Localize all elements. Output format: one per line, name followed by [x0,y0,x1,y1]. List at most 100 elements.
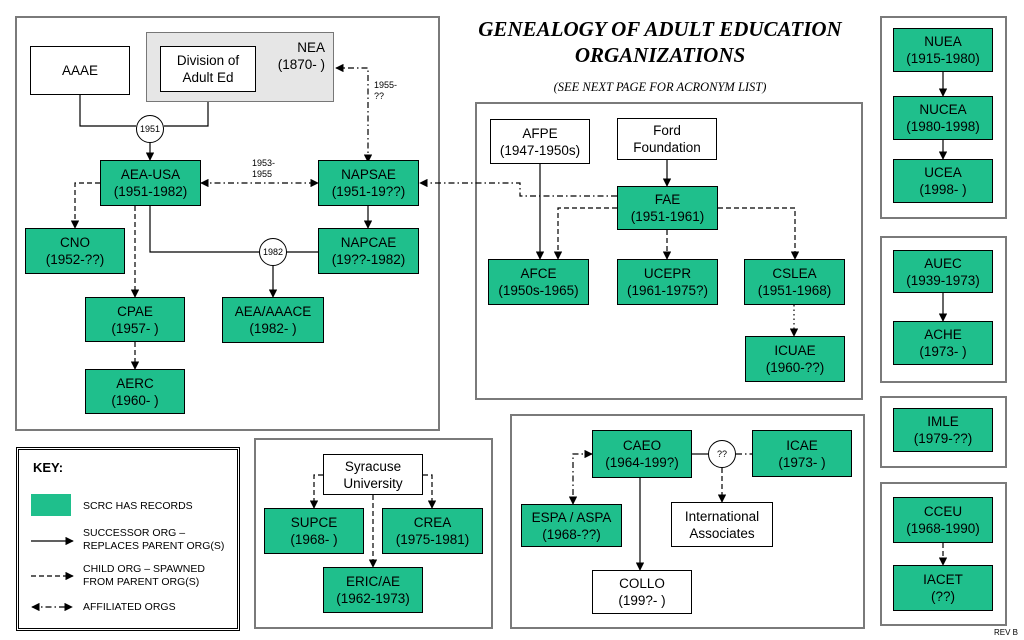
legend-child-l1: CHILD ORG – SPAWNED [83,563,205,575]
note-1953-a: 1953- [252,158,276,168]
node-icuae-name: ICUAE [774,343,816,358]
note-1953: 1953-1955 [252,158,275,180]
node-aea-usa-dates: (1951-1982) [113,184,188,199]
node-ucepr: UCEPR (1961-1975?) [617,259,718,305]
legend-successor-arrow-icon [31,536,74,546]
node-ucepr-dates: (1961-1975?) [626,283,709,298]
node-afce-name: AFCE [520,266,557,281]
legend-records-label: SCRC HAS RECORDS [83,500,193,512]
node-supce-dates: (1968- ) [290,532,338,547]
node-syracuse: Syracuse University [323,454,423,495]
node-aea-aaace: AEA/AAACE (1982- ) [222,297,324,343]
node-aerc-dates: (1960- ) [111,392,159,408]
node-ache-dates: (1973- ) [919,344,967,359]
node-international-l1: International [684,508,760,524]
node-crea-name: CREA [413,515,452,530]
node-aea-aaace-name: AEA/AAACE [234,304,312,319]
legend-successor-label: SUCCESSOR ORG – REPLACES PARENT ORG(S) [83,527,224,553]
node-nuea: NUEA (1915-1980) [893,28,993,72]
node-afpe-dates: (1947-1950s) [499,142,581,158]
node-icuae: ICUAE (1960-??) [745,336,845,382]
node-auec-dates: (1939-1973) [906,272,980,288]
node-afpe-name: AFPE [522,125,558,141]
node-nea-name: NEA [297,40,325,55]
node-supce-name: SUPCE [290,515,338,530]
node-napcae-dates: (19??-1982) [331,252,406,267]
legend-child-label: CHILD ORG – SPAWNED FROM PARENT ORG(S) [83,563,205,589]
legend-successor-l2: REPLACES PARENT ORG(S) [83,540,225,552]
node-napsae-name: NAPSAE [341,167,396,182]
node-ucea-name: UCEA [924,165,962,180]
merge-circle-1951: 1951 [136,115,164,143]
node-caeo-dates: (1964-199?) [605,455,679,470]
node-collo-dates: (199?- ) [618,593,666,608]
node-imle-dates: (1979-??) [913,431,973,446]
node-ford-l1: Ford [653,123,681,138]
node-aerc: AERC (1960- ) [85,369,185,414]
diagram-title-line2: ORGANIZATIONS [574,43,746,67]
node-nuea-dates: (1915-1980) [906,51,980,66]
node-aaae: AAAE [30,46,130,95]
node-espa-dates: (1968-??) [542,526,601,542]
node-napcae: NAPCAE (19??-1982) [318,228,419,274]
legend-title: KEY: [33,460,64,475]
node-caeo: CAEO (1964-199?) [592,430,692,478]
node-auec: AUEC (1939-1973) [893,250,993,293]
node-division-l2: Adult Ed [182,70,234,85]
legend-child-l2: FROM PARENT ORG(S) [83,576,200,588]
node-eric-ae: ERIC/AE (1962-1973) [323,567,423,613]
note-1955-a: 1955- [374,80,398,90]
node-division: Division of Adult Ed [160,46,256,92]
legend-child-arrow-icon [31,571,74,581]
node-crea-dates: (1975-1981) [395,532,470,547]
node-caeo-name: CAEO [622,438,662,453]
node-eric-ae-dates: (1962-1973) [336,591,410,606]
node-nucea: NUCEA (1980-1998) [893,96,993,140]
node-ucea: UCEA (1998- ) [893,159,993,203]
node-napsae-dates: (1951-19??) [331,184,406,199]
node-nuea-name: NUEA [924,34,962,49]
legend-key: KEY: SCRC HAS RECORDS SUCCESSOR ORG – RE… [16,447,240,631]
node-ucepr-name: UCEPR [643,266,692,281]
revision-label: REV B [993,628,1018,637]
node-cno-name: CNO [60,235,90,250]
note-1955: 1955-?? [374,80,397,102]
node-international: International Associates [671,502,773,547]
node-espa: ESPA / ASPA (1968-??) [521,504,622,547]
note-1955-b: ?? [374,91,385,101]
node-ucea-dates: (1998- ) [919,182,967,197]
node-imle: IMLE (1979-??) [893,408,993,452]
diagram-title: GENEALOGY OF ADULT EDUCATION [478,17,842,41]
node-cno-dates: (1952-??) [45,252,105,267]
node-aaae-name: AAAE [61,63,99,78]
legend-records-swatch [31,494,71,516]
node-nucea-dates: (1980-1998) [906,119,980,134]
node-ache: ACHE (1973- ) [893,321,993,365]
node-aerc-name: AERC [116,375,154,391]
node-aea-usa: AEA-USA (1951-1982) [100,160,201,206]
node-icuae-dates: (1960-??) [765,360,825,375]
node-crea: CREA (1975-1981) [382,508,483,554]
node-syracuse-l2: University [343,475,403,491]
diagram-subtitle: (SEE NEXT PAGE FOR ACRONYM LIST) [553,80,767,94]
node-international-l2: Associates [689,525,755,541]
node-syracuse-l1: Syracuse [344,458,402,474]
node-icae-dates: (1973- ) [778,454,826,470]
node-collo: COLLO (199?- ) [592,570,692,614]
affiliation-circle-unknown: ?? [708,440,736,468]
node-cceu-dates: (1968-1990) [906,521,980,536]
legend-affiliated-arrow-icon [31,602,73,612]
node-auec-name: AUEC [924,255,962,271]
node-cceu: CCEU (1968-1990) [893,497,993,543]
node-icae-name: ICAE [786,437,818,453]
node-cno: CNO (1952-??) [25,228,125,274]
node-iacet-name: IACET [923,572,963,587]
node-aea-usa-name: AEA-USA [120,167,181,182]
legend-affiliated-label: AFFILIATED ORGS [83,601,176,613]
legend-successor-l1: SUCCESSOR ORG – [83,527,186,539]
node-cceu-name: CCEU [923,504,963,519]
node-supce: SUPCE (1968- ) [264,508,364,554]
node-eric-ae-name: ERIC/AE [345,574,400,589]
node-afce-dates: (1950s-1965) [498,283,579,298]
node-ache-name: ACHE [924,327,962,342]
